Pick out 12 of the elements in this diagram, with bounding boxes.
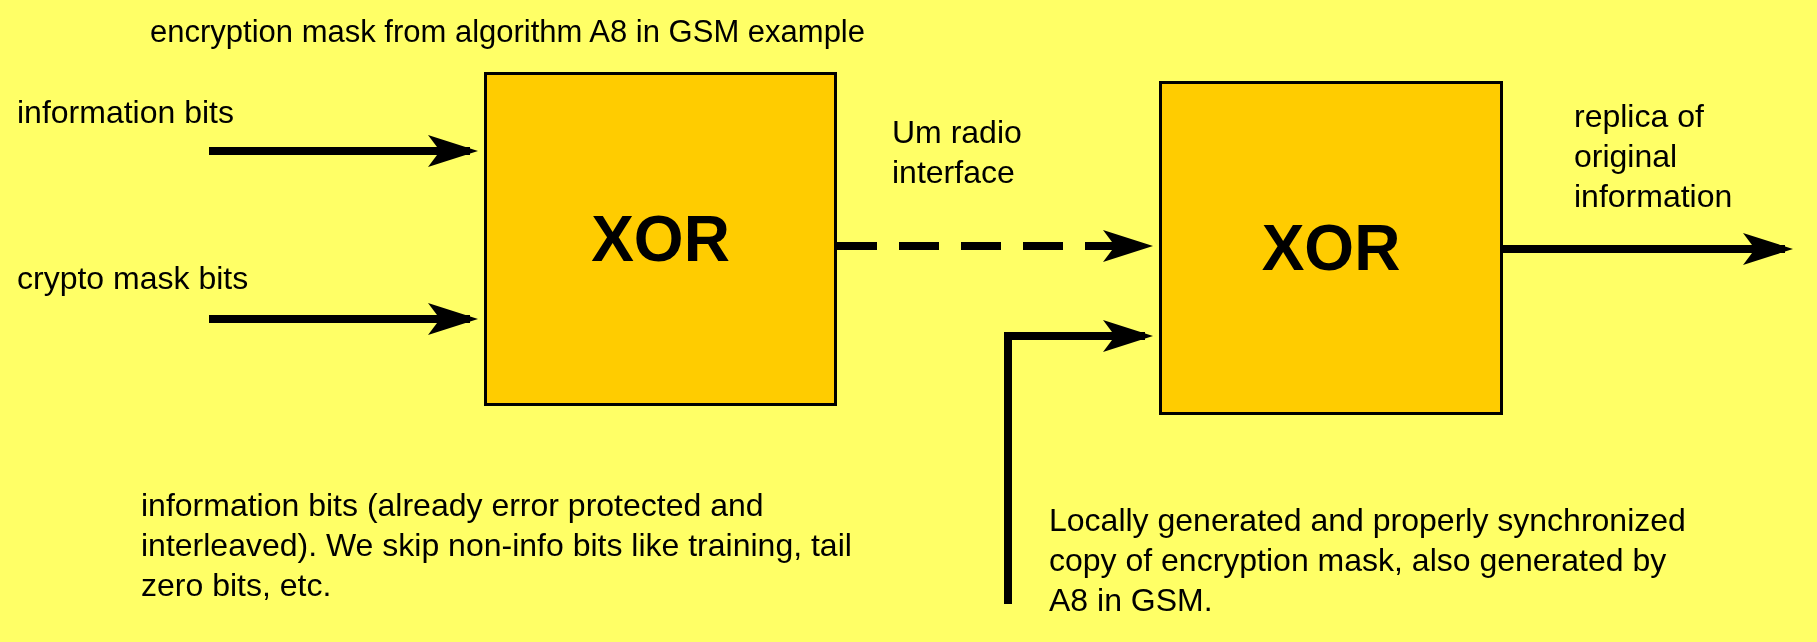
block-label: XOR [591, 202, 730, 276]
node-text: Locally generated and properly synchronized copy of encryption mask, also generated by A8 in GSM. [1049, 500, 1709, 620]
arrow [1503, 233, 1793, 265]
node-text: information bits [17, 92, 337, 132]
diagram-title: encryption mask from algorithm A8 in GSM example [150, 14, 865, 50]
node-text: crypto mask bits [17, 258, 337, 298]
note-text: information bits (already error protected and interleaved). We skip non-info bits like training, tail zero bits, etc. [141, 486, 853, 605]
dashed-arrow [837, 230, 1153, 262]
block-label: XOR [1261, 211, 1401, 285]
note-text: replica of original information [1574, 97, 1734, 216]
xor-block [484, 72, 837, 406]
xor-block [1159, 81, 1503, 415]
